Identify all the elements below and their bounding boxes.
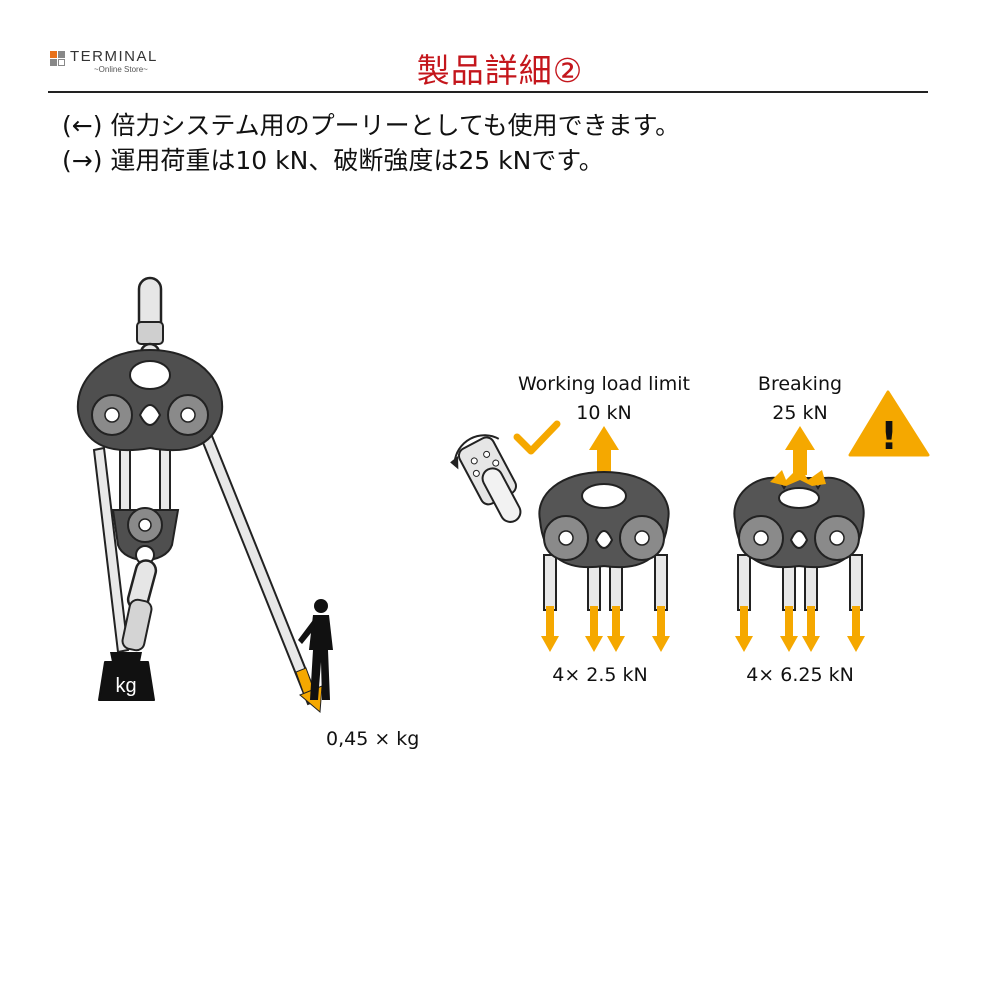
pull-force-label: 0,45 × kg [326,728,420,750]
left-ropes [92,434,320,706]
breaking-pulley [733,426,865,652]
weight-icon: kg [98,652,155,701]
page-title: 製品詳細② [416,51,584,90]
check-icon [513,420,561,455]
breaking-value: 25 kN [772,402,828,424]
working-up-arrow [589,426,619,475]
logo-subtitle: ~Online Store~ [94,65,148,74]
working-load-value: 10 kN [576,402,632,424]
top-double-pulley [76,348,224,452]
warning-icon: ! [848,390,930,458]
breaking-up-arrow [785,426,815,475]
working-load-title: Working load limit [518,373,690,395]
person-icon [298,599,333,700]
left-pulley-system: kg [76,276,333,714]
working-per-strand: 4× 2.5 kN [552,664,648,686]
logo-word: TERMINAL [70,48,158,65]
intro-line-2: (→) 運用荷重は10 kN、破断強度は25 kNです。 [62,146,604,175]
working-load-pulley [538,426,670,652]
intro-line-1: (←) 倍力システム用のプーリーとしても使用できます。 [62,111,681,140]
lower-carabiner [121,559,158,652]
break-burst [770,466,826,486]
logo-squares [50,51,68,69]
weight-label: kg [115,675,136,697]
breaking-per-strand: 4× 6.25 kN [746,664,854,686]
breaking-title: Breaking [757,373,843,395]
store-logo: TERMINAL ~Online Store~ [50,48,180,78]
warning-symbol: ! [880,414,897,458]
title-divider [48,91,928,93]
breaking-strands [737,554,863,611]
lower-single-pulley [111,507,180,565]
bearing-icon [450,434,522,523]
